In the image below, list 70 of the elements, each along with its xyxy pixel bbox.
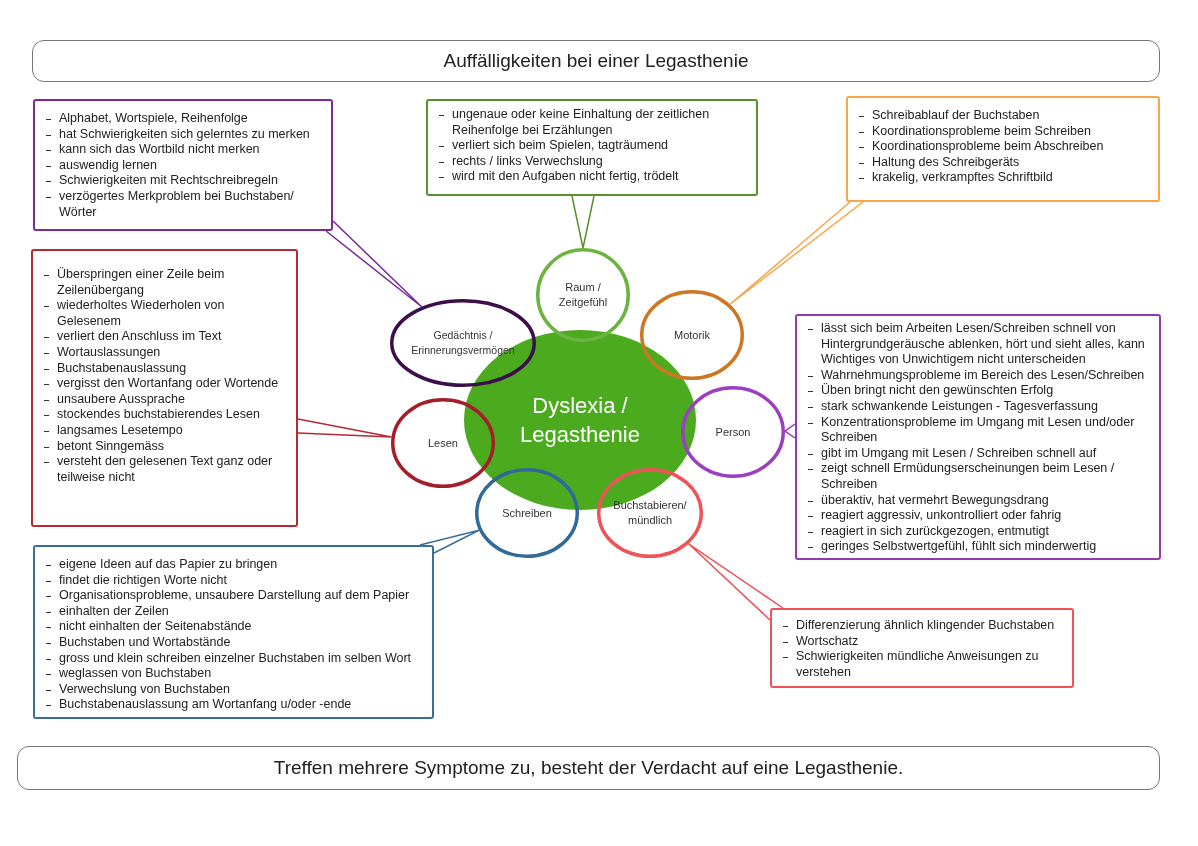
bullet-item: Wortauslassungen [41, 344, 288, 361]
callout-box [846, 96, 1160, 202]
bullet-item: Koordinationsprobleme beim Schreiben [856, 123, 1150, 140]
callout-box [33, 99, 333, 231]
category-label: Lesen [428, 435, 458, 451]
bullet-item: stockendes buchstabierendes Lesen [41, 407, 288, 423]
bullet-item: Wortschatz [780, 633, 1064, 650]
bullet-item: Buchstabenauslassung [41, 360, 288, 377]
callout-tail [687, 543, 784, 621]
callout-box [770, 608, 1074, 688]
callout-box [426, 99, 758, 196]
bullet-item: Üben bringt nicht den gewünschten Erfolg [805, 383, 1151, 399]
callout-tail [729, 201, 864, 306]
title-text: Auffälligkeiten bei einer Legasthenie [443, 50, 749, 72]
bullet-item: reagiert aggressiv, unkontrolliert oder fahrig [805, 508, 1151, 524]
bullet-item: Koordinationsprobleme beim Abschreiben [856, 139, 1150, 155]
bullet-item: einhalten der Zeilen [43, 603, 424, 620]
bullet-item: Haltung des Schreibgeräts [856, 154, 1150, 171]
conclusion-banner [17, 746, 1160, 790]
bullet-item: hat Schwierigkeiten sich gelerntes zu merken [43, 126, 323, 143]
title-banner [32, 40, 1160, 82]
bullet-item: langsames Lesetempo [41, 422, 288, 439]
bullet-item: Schwierigkeiten mit Rechtschreibregeln [43, 173, 323, 189]
bullet-item: kann sich das Wortbild nicht merken [43, 142, 323, 158]
callout-tail [784, 423, 796, 439]
bullet-item: krakelig, verkrampftes Schriftbild [856, 170, 1150, 186]
bullet-item: eigene Ideen auf das Papier zu bringen [43, 557, 424, 573]
bullet-item: findet die richtigen Worte nicht [43, 572, 424, 589]
bullet-item: überaktiv, hat vermehrt Bewegungsdrang [805, 492, 1151, 509]
bullet-item: geringes Selbstwertgefühl, fühlt sich minderwertig [805, 539, 1151, 555]
callout-box [795, 314, 1161, 560]
center-label: Dyslexia / Legasthenie [519, 392, 641, 449]
callout-box [33, 545, 434, 719]
conclusion-text: Treffen mehrere Symptome zu, besteht der Verdacht auf eine Legasthenie. [273, 757, 904, 779]
bullet-item: Alphabet, Wortspiele, Reihenfolge [43, 111, 323, 127]
bullet-item: rechts / links Verwechslung [436, 153, 748, 170]
bullet-item: versteht den gelesenen Text ganz oder teilweise nicht [41, 454, 288, 486]
bullet-item: Buchstaben und Wortabstände [43, 634, 424, 651]
bullet-item: verliert den Anschluss im Text [41, 329, 288, 345]
bullet-item: gross und klein schreiben einzelner Buchstaben im selben Wort [43, 650, 424, 667]
category-label: Motorik [673, 327, 711, 343]
bullet-item: Organisationsprobleme, unsaubere Darstellung auf dem Papier [43, 588, 424, 604]
bullet-item: wird mit den Aufgaben nicht fertig, trödelt [436, 169, 748, 185]
bullet-item: verliert sich beim Spielen, tagträumend [436, 138, 748, 154]
category-label: Buchstabieren/ mündlich [612, 498, 688, 528]
bullet-item: Buchstabenauslassung am Wortanfang u/oder -ende [43, 697, 424, 713]
callout-box [31, 249, 298, 527]
bullet-item: betont Sinngemäss [41, 438, 288, 455]
bullet-item: unsaubere Aussprache [41, 391, 288, 408]
bullet-item: Wahrnehmungsprobleme im Bereich des Lesen/Schreiben [805, 367, 1151, 384]
category-label: Person [715, 424, 751, 440]
bullet-item: verzögertes Merkproblem bei Buchstaben/ Wörter [43, 188, 323, 221]
bullet-item: weglassen von Buchstaben [43, 666, 424, 682]
bullet-item: lässt sich beim Arbeiten Lesen/Schreiben schnell von Hintergrundgeräusche ablenken, hört und sieht alles, kann Wichtiges von Unwichtigem nicht unterscheiden [805, 321, 1151, 368]
category-label: Raum / Zeitgefühl [557, 280, 609, 310]
category-label: Schreiben [502, 505, 552, 521]
bullet-item: Verwechslung von Buchstaben [43, 681, 424, 698]
bullet-item: Differenzierung ähnlich klingender Buchstaben [780, 618, 1064, 634]
callout-tail [297, 418, 393, 438]
bullet-item: vergisst den Wortanfang oder Wortende [41, 376, 288, 392]
bullet-item: gibt im Umgang mit Lesen / Schreiben schnell auf [805, 445, 1151, 462]
bullet-item: nicht einhalten der Seitenabstände [43, 619, 424, 635]
callout-tail [419, 529, 480, 554]
bullet-item: Schreibablauf der Buchstaben [856, 108, 1150, 124]
bullet-item: auswendig lernen [43, 157, 323, 174]
bullet-item: stark schwankende Leistungen - Tagesverfassung [805, 398, 1151, 415]
callout-tail [325, 220, 423, 308]
callout-tail [571, 195, 595, 249]
bullet-item: reagiert in sich zurückgezogen, entmutigt [805, 523, 1151, 540]
bullet-item: Schwierigkeiten mündliche Anweisungen zu verstehen [780, 649, 1064, 681]
